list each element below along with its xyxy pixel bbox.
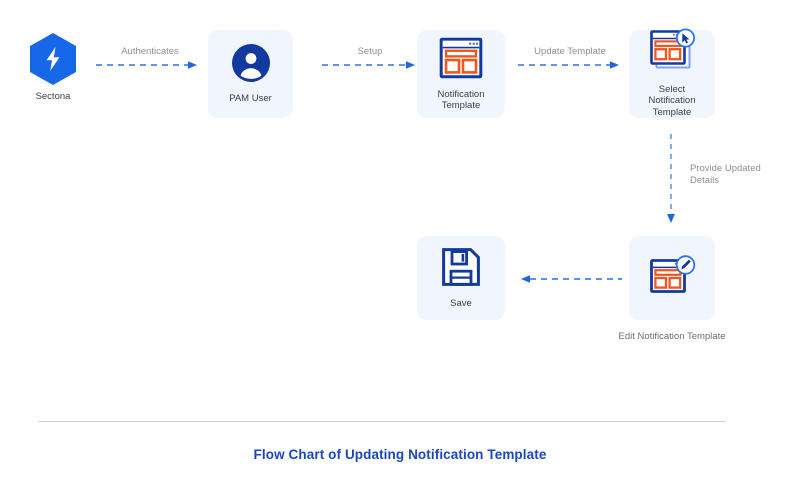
node-notification-template[interactable]: Notification Template: [417, 30, 505, 118]
edge-update-template-label: Update Template: [534, 46, 606, 57]
sectona-hexagon-bolt-icon: [30, 33, 76, 85]
edge-save: [516, 272, 622, 284]
floppy-disk-save-icon: [440, 246, 482, 293]
node-select-notification-template[interactable]: Select Notification Template: [629, 28, 715, 118]
node-sectona-label: Sectona: [35, 91, 71, 102]
edge-update-template: [518, 58, 622, 70]
select-template-cursor-icon: [647, 28, 697, 79]
page-title: Flow Chart of Updating Notification Temp…: [253, 447, 547, 462]
node-select-notification-template-label: Select Notification Template: [648, 83, 696, 118]
node-pam-user-label: PAM User: [229, 93, 272, 105]
node-save[interactable]: Save: [417, 236, 505, 320]
user-avatar-icon: [231, 43, 271, 88]
edge-setup-label: Setup: [357, 46, 383, 57]
footer-divider: [38, 421, 726, 422]
edge-provide-updated-details-label: Provide Updated Details: [690, 163, 761, 186]
notification-template-window-icon: [439, 37, 483, 84]
edge-provide-updated-details: [665, 134, 677, 226]
edge-setup: [322, 58, 418, 70]
edit-template-pencil-icon: [647, 254, 697, 303]
node-edit-notification-template[interactable]: [629, 236, 715, 320]
node-save-label: Save: [450, 298, 472, 310]
node-pam-user[interactable]: PAM User: [208, 30, 293, 118]
node-sectona: Sectona: [30, 33, 76, 102]
edge-authenticates-label: Authenticates: [121, 46, 179, 57]
node-notification-template-label: Notification Template: [437, 88, 485, 112]
node-edit-notification-template-label: Edit Notification Template: [618, 331, 726, 342]
edge-authenticates: [96, 58, 200, 70]
